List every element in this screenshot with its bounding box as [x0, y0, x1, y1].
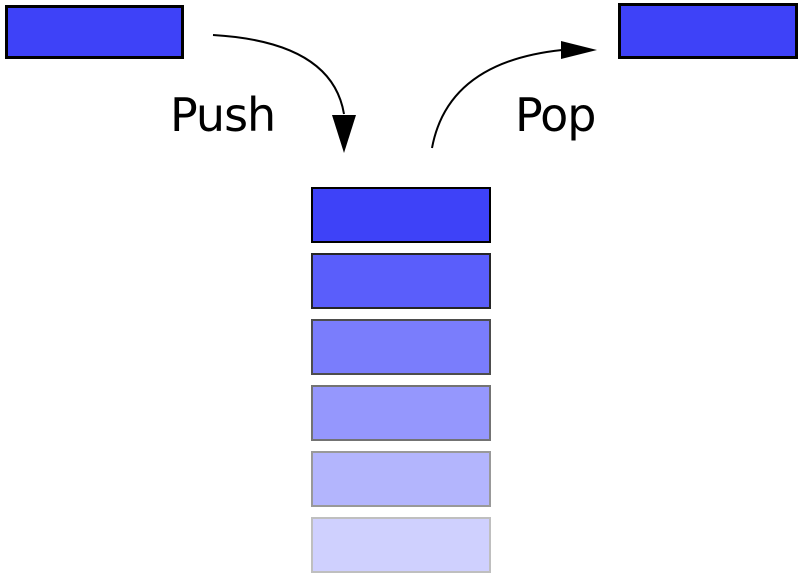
stack-item-1 — [311, 187, 491, 243]
pop-label: Pop — [515, 88, 596, 142]
push-label: Push — [170, 88, 276, 142]
pop-arrowhead-icon — [561, 41, 597, 59]
stack-item-2 — [311, 253, 491, 309]
stack-item-3 — [311, 319, 491, 375]
pop-destination-box — [618, 3, 798, 59]
push-source-box — [5, 5, 184, 59]
stack-item-4 — [311, 385, 491, 441]
push-arrowhead-icon — [332, 115, 356, 153]
stack-item-5 — [311, 451, 491, 507]
stack-item-6 — [311, 517, 491, 573]
